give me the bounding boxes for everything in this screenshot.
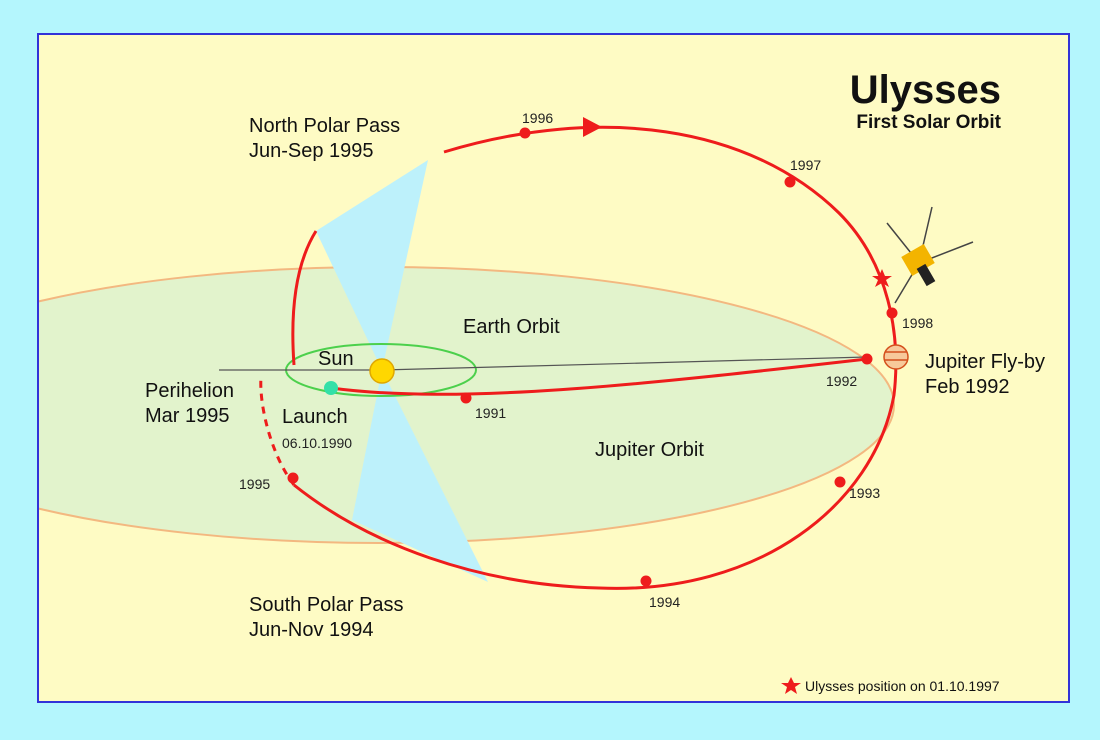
sun-label: Sun	[318, 348, 354, 370]
year-label-1991: 1991	[475, 405, 506, 421]
year-label-1993: 1993	[849, 485, 880, 501]
star-icon	[872, 269, 892, 287]
legend: Ulysses position on 01.10.1997	[781, 677, 1000, 694]
year-label-1997: 1997	[790, 157, 821, 173]
marker-1998	[886, 307, 898, 319]
marker-1997	[784, 176, 796, 188]
launch-dot	[324, 381, 338, 395]
year-label-1994: 1994	[649, 594, 680, 610]
jupiter-flyby-label: Jupiter Fly-by	[925, 351, 1045, 373]
year-label-1998: 1998	[902, 315, 933, 331]
north-pass-dates: Jun-Sep 1995	[249, 140, 374, 162]
sun-jupiter-line	[381, 356, 868, 371]
transfer-trajectory	[330, 357, 868, 396]
diagram-title: Ulysses	[850, 68, 1001, 112]
orbit-diagram: Ulysses First Solar Orbit North Polar Pa…	[39, 68, 1045, 694]
south-polar-cone	[352, 370, 488, 582]
jupiter-flyby-date: Feb 1992	[925, 376, 1010, 398]
ulysses-solar-orbit	[293, 125, 898, 590]
earth-orbit-label: Earth Orbit	[463, 316, 560, 338]
diagram-panel: Ulysses First Solar Orbit North Polar Pa…	[37, 33, 1070, 703]
year-label-1996: 1996	[522, 110, 553, 126]
jupiter-orbit-label: Jupiter Orbit	[595, 439, 704, 461]
north-pass-label: North Polar Pass	[249, 115, 400, 137]
direction-arrow	[583, 117, 602, 137]
south-pass-dates: Jun-Nov 1994	[249, 619, 374, 641]
sun-icon	[369, 358, 395, 384]
diagram-subtitle: First Solar Orbit	[856, 112, 1001, 133]
ulysses-orbit-dashed	[259, 376, 296, 486]
marker-1994	[640, 575, 652, 587]
south-pass-label: South Polar Pass	[249, 594, 404, 616]
launch-label: Launch	[282, 406, 348, 428]
launch-date: 06.10.1990	[282, 435, 352, 451]
marker-1991	[460, 392, 472, 404]
marker-1993	[834, 476, 846, 488]
year-label-1995: 1995	[239, 476, 270, 492]
marker-1992	[861, 353, 873, 365]
marker-1996	[519, 127, 531, 139]
north-polar-cone	[316, 160, 428, 370]
year-label-1992: 1992	[826, 373, 857, 389]
perihelion-date: Mar 1995	[145, 405, 230, 427]
marker-1995	[287, 472, 299, 484]
ulysses-solar-orbit-upper	[291, 230, 318, 366]
spacecraft-icon	[886, 206, 974, 304]
legend-star-icon	[781, 677, 801, 694]
jupiter-icon	[883, 344, 909, 370]
perihelion-label: Perihelion	[145, 380, 234, 402]
legend-text: Ulysses position on 01.10.1997	[805, 678, 1000, 694]
